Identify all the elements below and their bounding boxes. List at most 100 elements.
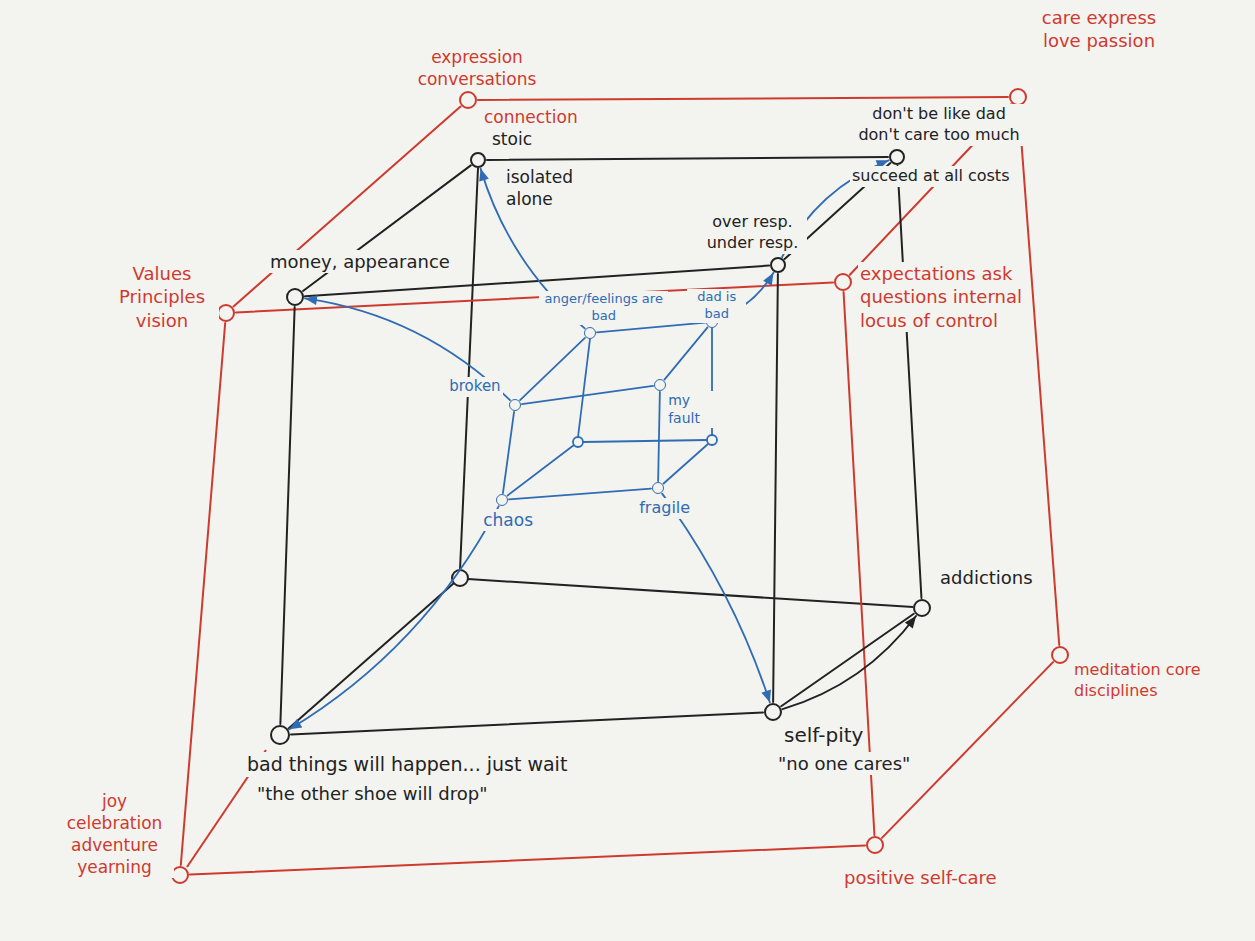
cube-edge — [897, 166, 921, 598]
vertex-label: expectations ask questions internal locu… — [858, 262, 1027, 332]
cube-edge — [663, 444, 708, 484]
vertex-node: self-pity"no one cares" — [764, 703, 782, 721]
cube-edge — [664, 327, 707, 379]
arrow-head — [479, 169, 489, 182]
vertex-node: over resp. under resp. — [770, 257, 786, 273]
vertex-node: bad things will happen... just wait"the … — [270, 725, 290, 745]
arrow-connector — [662, 494, 771, 703]
vertex-label: chaos — [481, 509, 535, 531]
vertex-node: expression conversationsconnection — [459, 91, 477, 109]
connector-line — [234, 107, 461, 307]
vertex-node: money, appearance — [286, 288, 304, 306]
vertex-node: stoicisolated alone — [470, 152, 486, 168]
vertex-label: meditation core disciplines — [1072, 660, 1241, 702]
connector-line — [291, 712, 763, 734]
connector-line — [503, 412, 514, 493]
vertex-label: "no one cares" — [776, 752, 912, 775]
arrow-head — [763, 273, 773, 286]
connector-line — [280, 307, 294, 724]
connector-line — [1019, 107, 1059, 645]
vertex-node: anger/feelings are bad — [584, 327, 596, 339]
vertex-label: money, appearance — [268, 250, 452, 273]
connector-line — [662, 494, 770, 703]
cube-edge — [190, 845, 865, 874]
cube-edge — [583, 440, 707, 442]
cube-edge — [520, 338, 585, 400]
connector-line — [882, 662, 1053, 838]
vertex-node: addictions — [913, 599, 931, 617]
cube-edge — [234, 107, 461, 307]
vertex-label: Values Principles vision — [105, 262, 219, 332]
arrow-head — [905, 616, 916, 629]
vertex-label: fragile — [637, 498, 692, 519]
vertex-label: my fault — [666, 391, 718, 427]
connector-line — [783, 616, 916, 709]
cube-edge — [478, 97, 1008, 100]
vertex-label: bad things will happen... just wait — [245, 752, 569, 777]
connector-line — [522, 386, 653, 404]
vertex-label: anger/feelings are bad — [539, 291, 668, 325]
cube-edge — [507, 445, 574, 496]
connector-line — [509, 489, 651, 500]
vertex-dot — [707, 435, 717, 445]
vertex-node: Values Principles vision — [217, 304, 235, 322]
connector-line — [181, 323, 225, 865]
arrow-connector — [783, 616, 916, 709]
vertex-node: fragile — [652, 482, 664, 494]
cube-edge — [522, 386, 653, 404]
arrow-head — [289, 719, 302, 729]
cube-edge — [503, 412, 514, 493]
connector-line — [773, 274, 778, 702]
vertex-node: my fault — [654, 379, 666, 391]
vertex-node: positive self-care — [866, 836, 884, 854]
vertex-node: dad is bad — [706, 316, 718, 328]
cube-edge — [509, 489, 651, 500]
vertex-label: broken — [447, 377, 502, 397]
vertex-label: over resp. under resp. — [698, 212, 807, 254]
cube-edge — [781, 614, 914, 707]
connector-line — [658, 392, 660, 481]
vertex-node: don't be like dad don't care too muchsuc… — [889, 149, 905, 165]
vertex-label: expression conversations — [405, 46, 549, 90]
arrow-connector — [289, 506, 498, 729]
connector-line — [897, 166, 921, 598]
vertex-label: "the other shoe will drop" — [255, 782, 489, 805]
connector-line — [664, 327, 707, 379]
cube-edge — [291, 712, 763, 734]
cube-edge — [882, 662, 1053, 838]
vertex-label: care express love passion — [1032, 6, 1166, 53]
cube-edge — [658, 392, 660, 481]
vertex-label: connection — [482, 106, 580, 128]
vertex-label: joy celebration adventure yearning — [55, 790, 174, 878]
cube-edge — [468, 579, 913, 607]
vertex-label: don't be like dad don't care too much — [848, 104, 1030, 146]
vertex-label: self-pity — [782, 722, 865, 748]
vertex-label: dad is bad — [687, 289, 746, 323]
cube-edge — [578, 339, 590, 437]
cube-edge — [1019, 107, 1059, 645]
connector-line — [478, 97, 1008, 100]
cube-edge — [181, 323, 225, 865]
vertex-node: meditation core disciplines — [1051, 646, 1069, 664]
arrow-connector — [305, 295, 510, 400]
cube-edge — [280, 307, 294, 724]
cube-edge — [773, 274, 778, 702]
vertex-node: expectations ask questions internal locu… — [834, 273, 852, 291]
cube-edge — [288, 583, 454, 729]
vertex-node: chaos — [496, 494, 508, 506]
vertex-node: joy celebration adventure yearning — [171, 866, 189, 884]
vertex-label: addictions — [938, 566, 1035, 589]
connector-line — [487, 157, 888, 160]
connector-line — [305, 298, 510, 400]
connector-line — [289, 506, 498, 729]
vertex-node: broken — [509, 399, 521, 411]
cube-edge — [487, 157, 888, 160]
connector-line — [520, 338, 585, 400]
vertex-label: succeed at all costs — [850, 166, 1011, 187]
connector-line — [781, 614, 914, 707]
vertex-label: positive self-care — [842, 866, 999, 889]
connector-line — [190, 845, 865, 874]
